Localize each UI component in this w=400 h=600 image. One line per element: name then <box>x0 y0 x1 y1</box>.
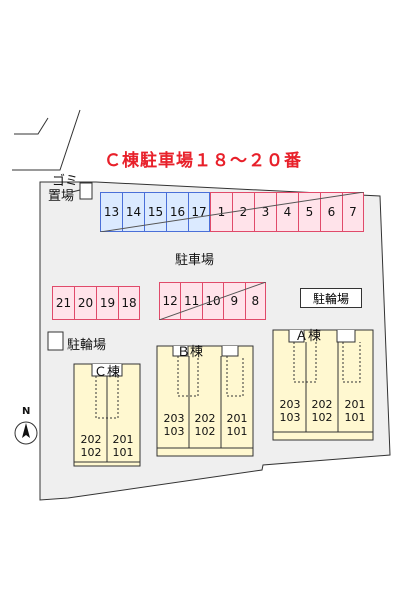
diagonal-line <box>100 192 364 232</box>
garbage-label-line2: 置場 <box>48 189 75 204</box>
building-a <box>272 329 374 441</box>
garbage-leader-line <box>71 189 81 193</box>
building-a-unit: 203 103 <box>275 398 305 424</box>
building-a-unit: 201 101 <box>339 398 371 424</box>
building-a-name: Ａ棟 <box>295 329 322 344</box>
room-number: 102 <box>194 425 216 438</box>
parking-space-6: 6 <box>320 192 342 232</box>
room-number: 202 <box>311 398 333 411</box>
road-line <box>12 109 81 171</box>
building-c-unit: 202 102 <box>76 433 106 459</box>
building-c-stair <box>95 376 119 419</box>
building-c-unit: 201 101 <box>108 433 138 459</box>
room-number: 102 <box>311 411 333 424</box>
parking-space-15: 15 <box>144 192 166 232</box>
building-b-name: Ｂ棟 <box>177 345 204 360</box>
parking-space-3: 3 <box>254 192 276 232</box>
diagonal-line <box>159 282 266 320</box>
garbage-label: ゴミ 置場 <box>48 174 78 204</box>
parking-space-8: 8 <box>244 282 266 320</box>
building-a-unit: 202 102 <box>307 398 337 424</box>
parking-space-18: 18 <box>118 286 140 320</box>
building-b-unit: 201 101 <box>222 412 252 438</box>
parking-space-20: 20 <box>74 286 96 320</box>
bike-parking-right: 駐輪場 <box>300 288 362 308</box>
room-number: 202 <box>80 433 102 446</box>
garbage-area <box>79 182 93 200</box>
parking-space-5: 5 <box>298 192 320 232</box>
building-a-stair <box>293 342 317 383</box>
room-number: 201 <box>112 433 134 446</box>
map-title: Ｃ棟駐車場１８～２０番 <box>104 151 302 171</box>
parking-label: 駐車場 <box>175 253 215 268</box>
room-number: 101 <box>344 411 366 424</box>
building-b-unit: 203 103 <box>159 412 189 438</box>
building-a-stair <box>342 342 361 383</box>
parking-diagonal-top <box>100 192 364 232</box>
parking-space-17: 17 <box>188 192 210 232</box>
room-number: 101 <box>226 425 248 438</box>
garbage-label-line1: ゴミ <box>52 174 79 189</box>
parking-space-19: 19 <box>96 286 118 320</box>
parking-diagonal-middle <box>159 282 266 320</box>
parking-space-7: 7 <box>342 192 364 232</box>
building-b-entrance <box>172 346 189 357</box>
parking-space-12: 12 <box>159 282 181 320</box>
bike-parking-left-label: 駐輪場 <box>67 338 107 353</box>
parking-space-1: 1 <box>210 192 232 232</box>
building-b-entrance <box>221 346 239 357</box>
parking-space-13: 13 <box>100 192 122 232</box>
building-c-name: Ｃ棟 <box>94 365 121 380</box>
north-arrow-icon <box>22 423 30 438</box>
parking-space-4: 4 <box>276 192 298 232</box>
building-b-unit: 202 102 <box>190 412 220 438</box>
room-number: 203 <box>163 412 185 425</box>
room-number: 101 <box>112 446 134 459</box>
building-a-entrance <box>336 330 356 343</box>
room-number: 201 <box>226 412 248 425</box>
building-b-stair <box>226 356 244 397</box>
room-number: 203 <box>279 398 301 411</box>
parking-space-21: 21 <box>52 286 74 320</box>
north-label: N <box>22 406 31 417</box>
room-number: 103 <box>163 425 185 438</box>
building-a-entrance <box>288 330 305 343</box>
building-b <box>156 345 254 457</box>
room-number: 201 <box>344 398 366 411</box>
building-b-stair <box>177 356 199 397</box>
bike-box-left <box>47 331 64 351</box>
parking-space-14: 14 <box>122 192 144 232</box>
room-number: 202 <box>194 412 216 425</box>
room-number: 102 <box>80 446 102 459</box>
parking-space-16: 16 <box>166 192 188 232</box>
road-line <box>14 117 49 135</box>
room-number: 103 <box>279 411 301 424</box>
